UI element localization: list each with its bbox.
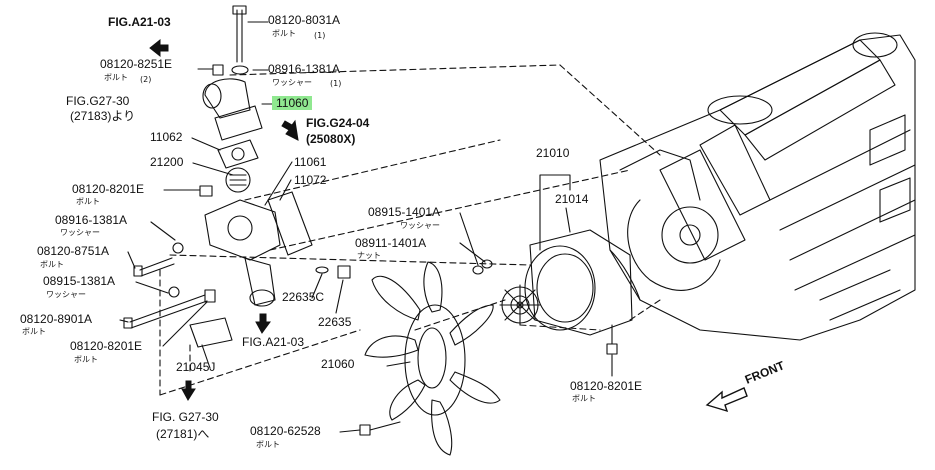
part-08120-62528: 08120-62528 <box>250 424 321 438</box>
part-08911-1401a: 08911-1401A <box>355 236 427 250</box>
part-11062: 11062 <box>150 130 183 144</box>
arrow-up-left-icon <box>149 38 169 58</box>
fan-21060 <box>364 261 501 456</box>
part-08915-1401a: 08915-1401A <box>368 205 441 219</box>
part-note: ワッシャー <box>272 78 312 87</box>
part-08120-8201e-a: 08120-8201E <box>72 182 145 196</box>
part-08120-8901a: 08120-8901A <box>20 312 93 326</box>
part-11072: 11072 <box>294 173 327 187</box>
part-note: ボルト <box>22 327 46 336</box>
ref-fig-a21-03-bottom: FIG.A21-03 <box>242 335 305 349</box>
bolt-08120-8251e <box>212 64 224 76</box>
ref-fig-g27-30-bottom-sub: (27181)へ <box>156 427 210 441</box>
part-08120-8251e: 08120-8251E <box>100 57 173 71</box>
ref-fig-g24-04: FIG.G24-04 <box>306 116 370 130</box>
part-note: ボルト <box>104 73 128 82</box>
part-08916-1381a-top: 08916-1381A <box>268 62 341 76</box>
front-label: FRONT <box>743 358 787 387</box>
bolt-08120-8201e-b <box>204 289 216 303</box>
part-note: ワッシャー <box>60 228 100 237</box>
leader-lines <box>119 21 613 433</box>
bolt-08120-8201e-c <box>606 324 618 355</box>
water-pump-21010 <box>499 229 633 336</box>
part-note: ボルト <box>76 197 100 206</box>
part-21045j: 21045J <box>176 360 216 374</box>
bolt-08120-8751a <box>133 242 184 277</box>
part-note: ナット <box>357 251 381 260</box>
part-22635c: 22635C <box>282 290 325 304</box>
part-qty: (1) <box>330 79 342 88</box>
sensor-22635 <box>315 265 351 279</box>
bolt-08120-62528 <box>359 421 401 436</box>
part-08916-1381a: 08916-1381A <box>55 213 128 227</box>
part-21010: 21010 <box>536 146 570 160</box>
part-qty: (1) <box>314 31 326 40</box>
part-note: ボルト <box>272 29 296 38</box>
ref-fig-a21-03-top: FIG.A21-03 <box>108 15 171 29</box>
gasket-11062 <box>217 139 259 169</box>
part-21060: 21060 <box>321 357 355 371</box>
part-11060-highlighted: 11060 <box>272 96 313 110</box>
engine-block-illustration <box>599 32 916 341</box>
water-inlet-housing-11061 <box>199 185 281 307</box>
part-11061: 11061 <box>294 155 327 169</box>
front-arrow-icon <box>705 387 748 413</box>
ref-fig-g24-04-sub: (25080X) <box>306 132 356 146</box>
part-08120-8201e-b: 08120-8201E <box>70 339 143 353</box>
ref-fig-g27-30-top: FIG.G27-30 <box>66 94 130 108</box>
part-note: ワッシャー <box>400 221 440 230</box>
part-08120-8751a: 08120-8751A <box>37 244 110 258</box>
arrow-down-icon <box>181 380 196 401</box>
ref-fig-g27-30-top-sub: (27183)より <box>70 109 136 123</box>
part-note: ワッシャー <box>46 290 86 299</box>
part-note: ボルト <box>256 440 280 449</box>
water-outlet-pipe-11060 <box>202 5 263 141</box>
part-08120-8031a: 08120-8031A <box>268 13 341 27</box>
part-08120-8201e-c: 08120-8201E <box>570 379 643 393</box>
ref-fig-g27-30-bottom: FIG. G27-30 <box>152 410 219 424</box>
part-note: ボルト <box>572 394 596 403</box>
assembly-dashed-lines <box>159 64 661 396</box>
part-22635: 22635 <box>318 315 352 329</box>
thermostat-21200 <box>225 167 251 193</box>
bolt-08120-8901a <box>123 286 208 329</box>
gasket-11072 <box>267 191 313 256</box>
part-08915-1381a: 08915-1381A <box>43 274 116 288</box>
reference-arrows <box>149 38 299 401</box>
gasket-21045j <box>189 317 233 348</box>
part-qty: (2) <box>140 75 152 84</box>
part-21014: 21014 <box>555 192 589 206</box>
part-number-highlight: 11060 <box>272 96 313 110</box>
washer-08915-1401a <box>472 265 484 275</box>
arrow-right-down-icon <box>281 119 299 141</box>
part-21200: 21200 <box>150 155 184 169</box>
arrow-down-icon <box>255 313 271 334</box>
part-note: ボルト <box>74 355 98 364</box>
part-note: ボルト <box>40 260 64 269</box>
